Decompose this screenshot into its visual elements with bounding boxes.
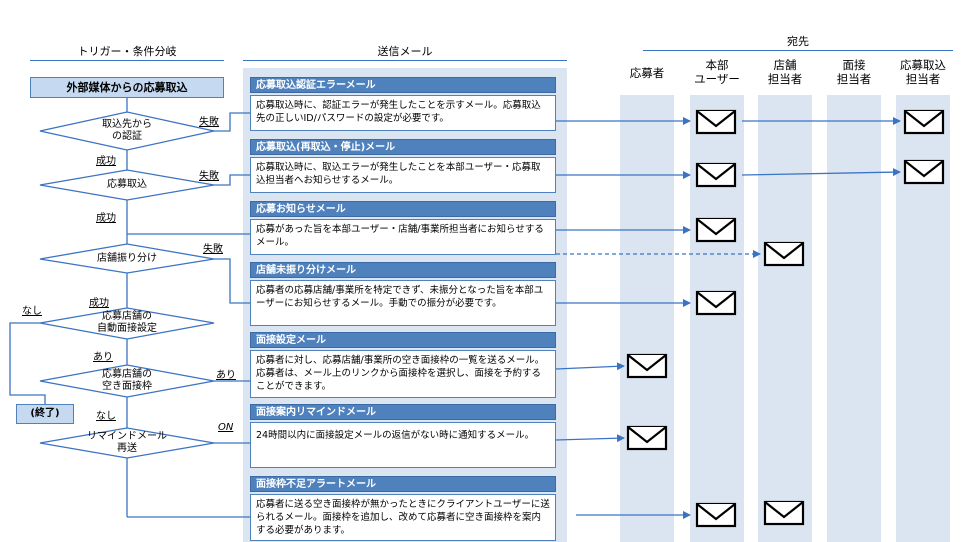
- decision-auth: [39, 111, 215, 151]
- mail-icon-application-hq: [695, 217, 737, 243]
- label-none-auto: なし: [22, 306, 42, 317]
- mail-body-application-notice: 応募があった旨を本部ユーザー・店舗/事業所担当者にお知らせするメール。: [250, 219, 556, 255]
- mail-icon-interview-applicant: [626, 353, 668, 379]
- label-yes-slot: あり: [216, 370, 236, 381]
- mail-icon-reminder-applicant: [626, 425, 668, 451]
- lane-header-import-staff: 応募取込担当者: [900, 58, 946, 86]
- decision-reminder-text: リマインドメール再送: [87, 431, 167, 454]
- mail-icon-unassigned-hq: [695, 290, 737, 316]
- mail-body-reimport-stop: 応募取込時に、取込エラーが発生したことを本部ユーザー・応募取込担当者へお知らせす…: [250, 157, 556, 193]
- mail-title-auth-error: 応募取込認証エラーメール: [250, 77, 556, 93]
- decision-store-assign: [39, 243, 215, 274]
- mail-body-auth-error: 応募取込時に、認証エラーが発生したことを示すメール。応募取込先の正しいID/パス…: [250, 95, 556, 131]
- decision-auth-text: 取込先からの認証: [102, 119, 152, 142]
- decision-store-assign-text: 店舗振り分け: [97, 253, 157, 264]
- decision-reminder: [39, 427, 215, 459]
- decision-free-slot-text: 応募店舗の空き面接枠: [102, 369, 152, 392]
- flow-end-box: (終了): [16, 404, 74, 424]
- label-none-slot: なし: [96, 411, 116, 422]
- mail-body-interview-reminder: 24時間以内に面接設定メールの返信がない時に通知するメール。: [250, 422, 556, 468]
- label-on-reminder: ON: [218, 422, 234, 433]
- trigger-header: トリガー・条件分岐: [77, 45, 177, 58]
- mail-title-interview-setup: 面接設定メール: [250, 332, 556, 348]
- mail-title-store-unassigned: 店舗未振り分けメール: [250, 262, 556, 278]
- label-fail-store: 失敗: [203, 244, 223, 255]
- label-success-store: 成功: [89, 298, 109, 309]
- mail-title-slot-shortage: 面接枠不足アラートメール: [250, 476, 556, 492]
- label-success-import: 成功: [96, 213, 116, 224]
- mail-icon-shortage-hq: [695, 502, 737, 528]
- decision-import: [39, 169, 215, 201]
- decision-auto-interview-text: 応募店舗の自動面接設定: [97, 311, 157, 334]
- decision-import-text: 応募取込: [107, 179, 147, 190]
- lane-applicant-bg: [620, 95, 674, 542]
- label-fail-import: 失敗: [199, 171, 219, 182]
- mail-body-interview-setup: 応募者に対し、応募店舗/事業所の空き面接枠の一覧を送るメール。応募者は、メール上…: [250, 350, 556, 398]
- decision-free-slot: [39, 364, 215, 398]
- label-success-auth: 成功: [96, 156, 116, 167]
- mail-title-interview-reminder: 面接案内リマインドメール: [250, 404, 556, 420]
- mail-body-store-unassigned: 応募者の応募店舗/事業所を特定できず、未振分となった旨を本部ユーザーにお知らせす…: [250, 280, 556, 326]
- lane-store-staff-bg: [758, 95, 812, 542]
- mail-icon-auth-hq: [695, 109, 737, 135]
- mail-icon-reimport-hq: [695, 162, 737, 188]
- destination-header: 宛先: [787, 35, 809, 48]
- mail-icon-shortage-store: [763, 500, 805, 526]
- lane-header-interview-staff: 面接担当者: [836, 58, 872, 86]
- label-yes-auto: あり: [93, 352, 113, 363]
- mail-icon-application-store: [763, 241, 805, 267]
- lane-header-store-staff: 店舗担当者: [767, 58, 803, 86]
- lane-interview-staff-bg: [827, 95, 881, 542]
- decision-auto-interview: [39, 307, 215, 340]
- lane-header-applicant: 応募者: [629, 66, 665, 80]
- lane-header-hq-user: 本部ユーザー: [694, 58, 740, 86]
- mail-icon-auth-import: [903, 109, 945, 135]
- mail-header: 送信メール: [377, 45, 433, 58]
- mail-title-application-notice: 応募お知らせメール: [250, 201, 556, 217]
- mail-icon-reimport-import: [903, 159, 945, 185]
- trigger-header-line: [30, 60, 224, 61]
- label-fail-auth: 失敗: [199, 117, 219, 128]
- mail-title-reimport-stop: 応募取込(再取込・停止)メール: [250, 139, 556, 155]
- flow-start-box: 外部媒体からの応募取込: [30, 77, 224, 98]
- mail-header-line: [243, 60, 567, 61]
- destination-header-line: [643, 50, 953, 51]
- mail-body-slot-shortage: 応募者に送る空き面接枠が無かったときにクライアントユーザーに送られるメール。面接…: [250, 494, 556, 541]
